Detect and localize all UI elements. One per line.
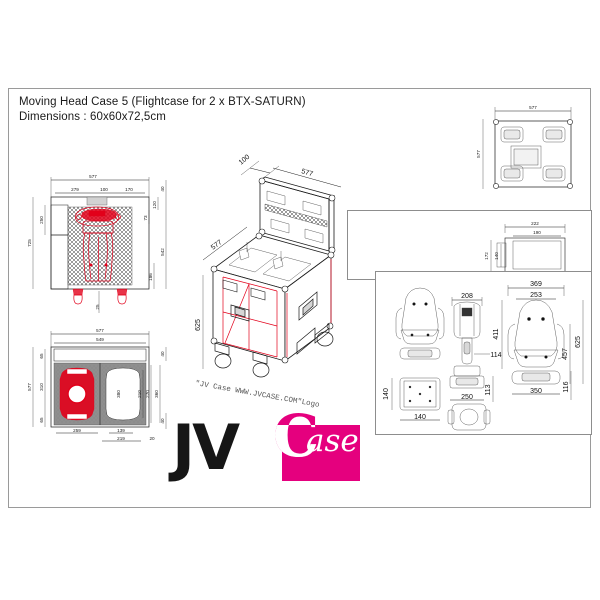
dim-fix-113: 113: [485, 384, 492, 395]
dim-top-577-h: 577: [27, 383, 32, 391]
dim-top-210: 210: [137, 390, 142, 398]
case-bottom-plan-view: 577 577: [476, 105, 573, 189]
dim-top-20: 20: [149, 436, 155, 441]
dim-top-360: 360: [154, 390, 159, 398]
title-line-2: Dimensions : 60x60x72,5cm: [19, 111, 166, 123]
dim-top-65b: 65: [39, 417, 44, 423]
dim-front-100: 100: [100, 187, 108, 192]
dim-front-25: 25: [95, 304, 100, 310]
dim-fix-140-h: 140: [414, 414, 426, 421]
dim-fix-411: 411: [493, 328, 500, 339]
dim-top-270: 270: [145, 390, 150, 398]
dim-fix-457: 457: [562, 348, 569, 360]
top-section-view: 577 549 577 65 310 65: [27, 328, 167, 442]
dim-fix-140-v: 140: [383, 388, 390, 400]
dim-front-577: 577: [89, 174, 97, 179]
dim-iso-100: 100: [238, 154, 252, 167]
dim-top-139: 139: [117, 428, 125, 433]
front-section-view: 577 279 100 170: [27, 174, 167, 313]
dim-front-170: 170: [125, 187, 133, 192]
dim-plan-577-h: 577: [476, 150, 481, 158]
dim-fix-208: 208: [461, 293, 473, 300]
dim-front-279: 279: [71, 187, 79, 192]
dim-top-259: 259: [73, 428, 81, 433]
dim-front-725: 725: [27, 239, 32, 247]
dim-fix-625: 625: [575, 336, 582, 348]
dim-top-380: 380: [116, 390, 121, 398]
drawing-sheet: Moving Head Case 5 (Flightcase for 2 x B…: [8, 88, 592, 508]
dim-caster-140: 140: [494, 252, 499, 260]
dim-front-186: 186: [148, 273, 153, 281]
dim-iso-625: 625: [195, 319, 202, 331]
isometric-open-case-view: 100 577 577: [194, 154, 342, 410]
dim-front-250: 250: [39, 216, 44, 224]
dim-caster-190: 190: [533, 230, 541, 235]
dim-top-310: 310: [39, 383, 44, 391]
jv-case-logo: JV C C ase: [172, 407, 362, 485]
fixture-panel: 140 140 208 114 250 113: [375, 271, 592, 435]
dim-front-542: 542: [160, 248, 165, 256]
dim-top-577: 577: [96, 328, 104, 333]
dim-top-40b: 40: [160, 418, 165, 424]
logo-ase-text: ase: [306, 423, 359, 459]
title-line-1: Moving Head Case 5 (Flightcase for 2 x B…: [19, 96, 306, 108]
logo-magenta-square: [282, 425, 360, 481]
dim-top-219: 219: [117, 436, 125, 441]
dim-fix-116: 116: [563, 381, 570, 392]
dim-fix-369: 369: [530, 281, 542, 288]
dim-top-65a: 65: [39, 353, 44, 359]
caster-detail-panel: 222 190 172 140: [347, 210, 592, 280]
logo-jv-text: JV: [172, 411, 240, 484]
dim-iso-577-top: 577: [300, 168, 313, 178]
dim-fix-253: 253: [530, 292, 542, 299]
dim-front-40: 40: [160, 186, 165, 192]
dim-fix-350: 350: [530, 388, 542, 395]
dim-front-120: 120: [152, 201, 157, 209]
logo-c-letter: C: [273, 402, 320, 470]
dim-caster-172: 172: [484, 252, 489, 260]
dim-fix-114: 114: [490, 352, 501, 359]
logo-c-letter-white: C: [273, 402, 320, 470]
dim-caster-222: 222: [531, 221, 539, 226]
dim-plan-577-w: 577: [529, 105, 537, 110]
dim-top-40a: 40: [160, 351, 165, 357]
dim-front-73: 73: [143, 215, 148, 221]
dim-fix-250: 250: [461, 394, 473, 401]
page-title: Moving Head Case 5 (Flightcase for 2 x B…: [19, 95, 306, 125]
dim-top-549: 549: [96, 337, 104, 342]
